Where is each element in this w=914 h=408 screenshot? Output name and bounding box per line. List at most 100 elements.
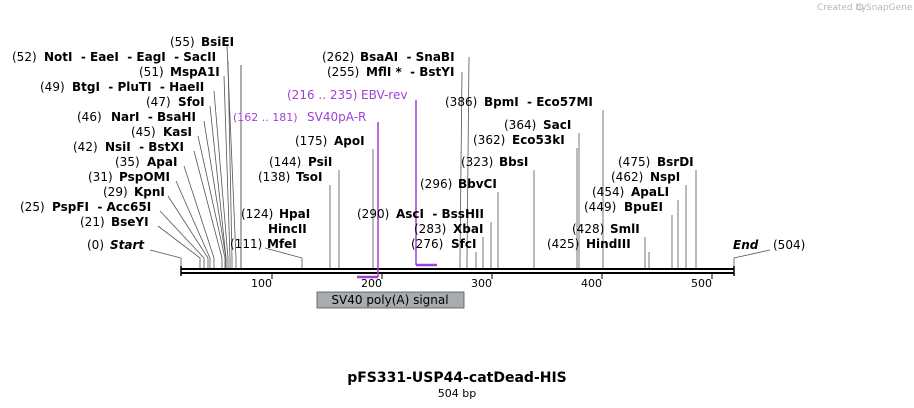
site-label-num: (42) — [73, 140, 98, 154]
site-connector-line — [175, 180, 211, 268]
site-label[interactable]: (283)XbaI — [414, 222, 483, 236]
site-connector-line — [167, 195, 209, 268]
site-label-name: Eco53kI — [512, 133, 565, 147]
site-connector-line — [159, 210, 205, 268]
axis-tick-label: 400 — [581, 277, 602, 290]
site-label[interactable]: (290)AscI - BssHII — [357, 207, 484, 221]
site-label-num: (428) — [572, 222, 604, 236]
primer-sv40pa-r-range: (162 .. 181) — [233, 111, 298, 124]
site-label-name: NsiI - BstXI — [105, 140, 184, 154]
site-label-num: (454) — [592, 185, 624, 199]
site-label[interactable]: (449)BpuEI — [584, 200, 663, 214]
site-label-num: (362) — [473, 133, 505, 147]
site-label[interactable]: (124)HpaI — [241, 207, 310, 221]
site-label[interactable]: (144)PsiI — [269, 155, 332, 169]
site-label-name: PspFI - Acc65I — [52, 200, 151, 214]
site-label[interactable]: (42) NsiI - BstXI — [73, 140, 184, 154]
site-connector-line — [203, 120, 227, 268]
site-label[interactable]: (47)SfoI — [146, 95, 205, 109]
site-label-num: (475) — [618, 155, 650, 169]
site-connector-line — [197, 135, 226, 268]
site-label[interactable]: (475)BsrDI — [618, 155, 694, 169]
site-label-name: SacI — [543, 118, 571, 132]
site-label[interactable]: (25)PspFI - Acc65I — [20, 200, 151, 214]
site-label-num: (323) — [461, 155, 493, 169]
site-label-name: HpaI — [279, 207, 310, 221]
site-label-name: ApaLI — [631, 185, 669, 199]
site-connector-line — [227, 60, 233, 268]
site-label[interactable]: (386) BpmI - Eco57MI — [445, 95, 593, 109]
site-connector-line — [193, 150, 223, 268]
site-label-num: (46) — [77, 110, 102, 124]
site-label-name: HindIII — [586, 237, 631, 251]
end-label: End (504) — [733, 238, 805, 252]
site-label-name: KpnI — [134, 185, 165, 199]
site-label[interactable]: (175) ApoI — [295, 134, 365, 148]
site-label[interactable]: (454) ApaLI — [592, 185, 669, 199]
site-label-num: (35) — [115, 155, 140, 169]
site-label-name: BpmI - Eco57MI — [484, 95, 593, 109]
site-label[interactable]: (425)HindIII — [547, 237, 631, 251]
site-label-num: (290) — [357, 207, 389, 221]
site-label[interactable]: (255)MflI * - BstYI — [327, 65, 454, 79]
site-label[interactable]: (462)NspI — [611, 170, 680, 184]
snapgene-logo-icon — [856, 3, 864, 11]
site-label[interactable]: (46) NarI - BsaHI — [77, 110, 196, 124]
site-label[interactable]: (276) SfcI — [411, 237, 476, 251]
primer-ebv-rev[interactable]: (216 .. 235) EBV-rev — [287, 88, 437, 267]
site-label[interactable]: (31)PspOMI — [88, 170, 170, 184]
start-label-name: Start — [110, 238, 145, 252]
site-label-name: NarI - BsaHI — [111, 110, 196, 124]
site-label[interactable]: (55)BsiEI — [170, 35, 234, 49]
primer-sv40pa-r[interactable]: (162 .. 181) SV40pA-R — [233, 110, 379, 279]
primer-sv40pa-r-name: SV40pA-R — [307, 110, 366, 124]
site-label[interactable]: (362) Eco53kI — [473, 133, 565, 147]
site-label-name: SfcI — [451, 237, 476, 251]
site-connector-line — [149, 249, 182, 268]
site-label-num: (55) — [170, 35, 195, 49]
site-label[interactable]: (262)BsaAI - SnaBI — [322, 50, 455, 64]
credit-prefix: Created by — [817, 3, 867, 13]
site-label-name: BbsI — [499, 155, 528, 169]
site-label[interactable]: (428) SmlI — [572, 222, 640, 236]
site-label[interactable]: (52)NotI - EaeI - EagI - SacII — [12, 50, 216, 64]
site-label-name: BsaAI - SnaBI — [360, 50, 455, 64]
site-label-name: KasI — [163, 125, 192, 139]
site-label-num: (386) — [445, 95, 477, 109]
plasmid-length: 504 bp — [438, 387, 476, 400]
site-label[interactable]: (111)MfeI — [230, 237, 297, 251]
site-label-num: (276) — [411, 237, 443, 251]
site-label[interactable]: (45)KasI — [131, 125, 192, 139]
site-label[interactable]: (323) BbsI — [461, 155, 528, 169]
end-label-name: End — [733, 238, 759, 252]
site-label-num: (52) — [12, 50, 37, 64]
site-label[interactable]: HincII — [268, 222, 307, 236]
site-label-name: SmlI — [610, 222, 640, 236]
site-label-name: MspA1I — [170, 65, 220, 79]
site-label[interactable]: (138)TsoI — [258, 170, 322, 184]
site-label[interactable]: (29)KpnI — [103, 185, 165, 199]
site-label[interactable]: (51)MspA1I — [139, 65, 220, 79]
axis-tick-label: 300 — [471, 277, 492, 290]
axis-tick-label: 200 — [361, 277, 382, 290]
site-label[interactable]: (364)SacI — [504, 118, 571, 132]
site-label[interactable]: (296)BbvCI — [420, 177, 497, 191]
site-label-name: ApoI — [334, 134, 365, 148]
site-label[interactable]: (35) ApaI — [115, 155, 177, 169]
site-label-num: (175) — [295, 134, 327, 148]
axis-tick-label: 500 — [691, 277, 712, 290]
feature-sv40-polya-signal[interactable]: SV40 poly(A) signal — [316, 291, 465, 309]
site-label-name: BtgI - PluTI - HaeII — [72, 80, 204, 94]
site-label-name: NspI — [650, 170, 680, 184]
site-label[interactable]: (21)BseYI — [80, 215, 149, 229]
site-label-name: ApaI — [147, 155, 177, 169]
site-label-num: (111) — [230, 237, 262, 251]
site-label-name: BbvCI — [458, 177, 497, 191]
site-label-name: BpuEI — [624, 200, 663, 214]
site-label-name: PsiI — [308, 155, 332, 169]
site-label-num: (283) — [414, 222, 446, 236]
site-label[interactable]: (49)BtgI - PluTI - HaeII — [40, 80, 204, 94]
primer-ebv-rev-name: EBV-rev — [361, 88, 407, 102]
site-label-name: BseYI — [111, 215, 149, 229]
